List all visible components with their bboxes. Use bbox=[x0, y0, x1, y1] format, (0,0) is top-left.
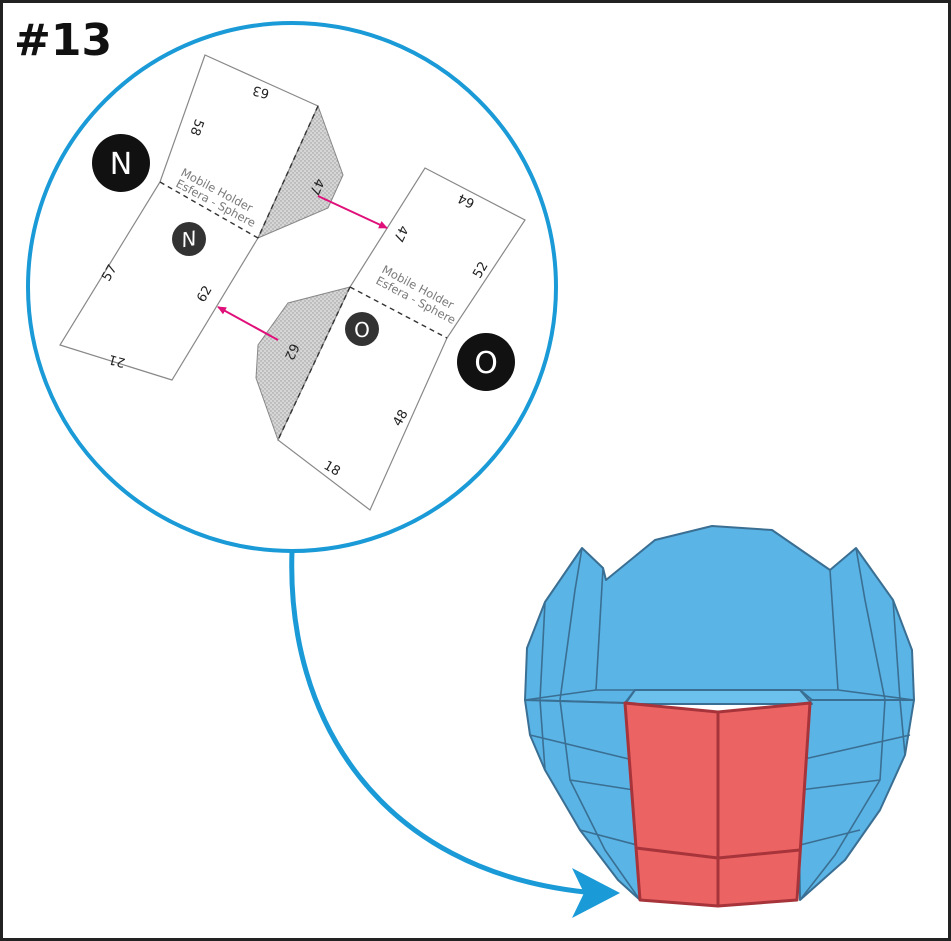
match-arrow-62 bbox=[217, 306, 279, 341]
piece-o: 64 47 52 62 48 18 Mobile Holder Esfera -… bbox=[255, 167, 526, 511]
highlight-panels bbox=[623, 701, 812, 908]
piece-n-edge-bottom: 21 bbox=[107, 351, 127, 370]
piece-o-edge-lower-right: 48 bbox=[390, 407, 411, 429]
badge-n-small: N bbox=[172, 222, 206, 256]
connector-arrowhead bbox=[572, 868, 620, 918]
sphere-facets bbox=[524, 547, 915, 901]
zoom-contents: 63 58 47 57 62 21 Mobile Holder Esfera -… bbox=[59, 54, 526, 511]
svg-text:N: N bbox=[180, 226, 199, 252]
sphere-model bbox=[524, 525, 915, 908]
piece-n-fold-line bbox=[159, 181, 259, 239]
svg-text:N: N bbox=[110, 147, 132, 182]
piece-o-edge-bottom: 18 bbox=[321, 458, 343, 479]
piece-n-edge-lower-left: 57 bbox=[99, 262, 120, 284]
connector-arrow bbox=[289, 550, 586, 895]
badge-n-large: N bbox=[92, 134, 150, 192]
svg-text:O: O bbox=[354, 318, 370, 342]
badge-o-large: O bbox=[457, 333, 515, 391]
piece-n-edge-top: 63 bbox=[251, 82, 271, 101]
piece-o-tab-fold bbox=[277, 286, 351, 441]
piece-o-edge-right: 52 bbox=[470, 259, 491, 281]
piece-n-tab-fold bbox=[257, 105, 319, 239]
piece-o-fold-line bbox=[349, 286, 448, 339]
step-number: #13 bbox=[14, 15, 112, 66]
piece-o-edge-top: 64 bbox=[456, 190, 477, 211]
piece-n: 63 58 47 57 62 21 Mobile Holder Esfera -… bbox=[59, 54, 344, 381]
highlight-panel-right bbox=[716, 701, 812, 908]
match-arrow-47 bbox=[317, 195, 388, 229]
zoom-circle bbox=[26, 21, 558, 553]
highlight-panel-left bbox=[623, 701, 720, 908]
piece-n-edge-tab: 47 bbox=[306, 176, 327, 197]
svg-text:O: O bbox=[474, 346, 498, 381]
piece-o-edge-tab: 62 bbox=[281, 341, 302, 362]
piece-n-edge-upper-left: 58 bbox=[186, 117, 206, 138]
piece-o-edge-inner: 47 bbox=[390, 223, 411, 244]
sphere-upper-dome bbox=[524, 525, 915, 704]
badge-o-small: O bbox=[345, 312, 379, 346]
piece-n-edge-inner: 62 bbox=[194, 283, 215, 305]
sphere-ledge bbox=[624, 689, 813, 705]
